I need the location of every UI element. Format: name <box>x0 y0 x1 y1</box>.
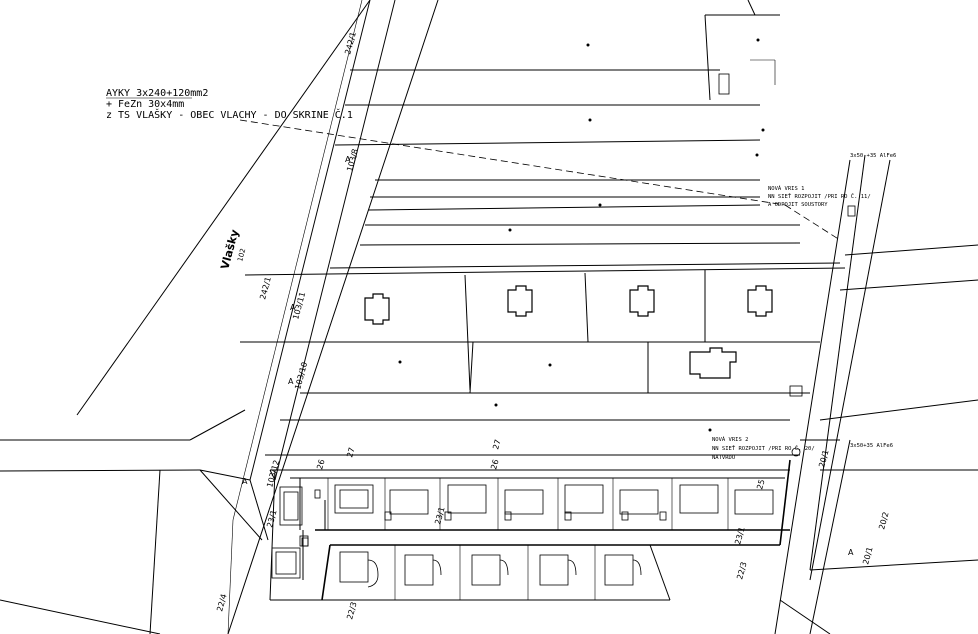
plot-marks <box>398 38 765 432</box>
vris1-line2: NN SIEŤ ROZPOJIT /PRI RO Č. 11/ <box>768 192 871 200</box>
box-mid <box>789 385 803 397</box>
house-3 <box>629 285 655 317</box>
parcel-20-1-b: 20/1 <box>861 546 874 566</box>
road-vlasky <box>76 0 439 634</box>
house-5 <box>689 347 737 379</box>
vris2-line3: NATVRDO <box>712 455 735 461</box>
cable-route-dashed <box>239 119 841 241</box>
parcel-22-3-b: 22/3 <box>735 561 748 581</box>
parcel-23-1-b: 23/1 <box>433 506 446 526</box>
house-2 <box>507 285 533 317</box>
street-name: Vlašky <box>218 228 241 271</box>
cable-spec-1: AYKY 3x240+120mm2 <box>106 88 208 99</box>
letter-a-1: A <box>345 155 351 164</box>
house-1 <box>364 293 390 325</box>
upper-houses <box>364 285 773 379</box>
vris2-line2: NN SIEŤ ROZPOJIT /PRI RO Č. 20/ <box>712 444 815 452</box>
parcel-22-4: 22/4 <box>215 593 228 613</box>
cable-spec-2: + FeZn 30x4mm <box>106 99 184 110</box>
left-lines <box>0 409 263 634</box>
parcel-20-1-a: 20/1 <box>817 449 830 469</box>
plot-lines <box>240 0 978 634</box>
parcel-26-b: 26 <box>489 458 500 470</box>
parcel-27: 27 <box>345 446 356 458</box>
vris1-line3: A ODPOJIT SOUSTORY <box>768 202 828 208</box>
cable-spec-3: z TS VLAŠKY - OBEC VLACHY - DO SKRINE Č.… <box>106 108 353 121</box>
parcel-103-10: 103/10 <box>293 361 309 391</box>
parcel-26: 26 <box>315 458 326 470</box>
distribution-boxes <box>718 59 856 457</box>
street-number: 102 <box>236 248 247 263</box>
annotations: AYKY 3x240+120mm2 + FeZn 30x4mm z TS VLA… <box>106 31 896 621</box>
letter-a-5: A <box>848 548 854 557</box>
box-top <box>718 73 730 95</box>
parcel-27-b: 27 <box>491 438 502 450</box>
parcel-25: 25 <box>755 478 766 490</box>
parcel-22-3-a: 22/3 <box>345 601 358 621</box>
vris1-line1: NOVÁ VRIS 1 <box>768 185 804 192</box>
parcel-242-1-mid: 242/1 <box>258 276 273 301</box>
box-vris1 <box>847 205 856 217</box>
letter-a-3: A <box>288 377 294 386</box>
parcel-20-2: 20/2 <box>877 511 890 531</box>
vris2-line1: NOVÁ VRIS 2 <box>712 436 748 443</box>
house-4 <box>747 285 773 317</box>
parcel-103-12: 103/12 <box>265 459 281 489</box>
parcel-23-1-a: 23/1 <box>265 509 278 529</box>
letter-a-2: A <box>290 303 296 312</box>
cable-label-bottom: 3x50+35 AlFe6 <box>850 443 893 449</box>
box-vris2 <box>791 447 801 457</box>
lower-development <box>269 459 791 601</box>
cable-label-top: 3x50 +35 AlFe6 <box>850 153 896 159</box>
parcel-23-1-c: 23/1 <box>733 526 746 546</box>
letter-a-4: A <box>242 477 248 486</box>
